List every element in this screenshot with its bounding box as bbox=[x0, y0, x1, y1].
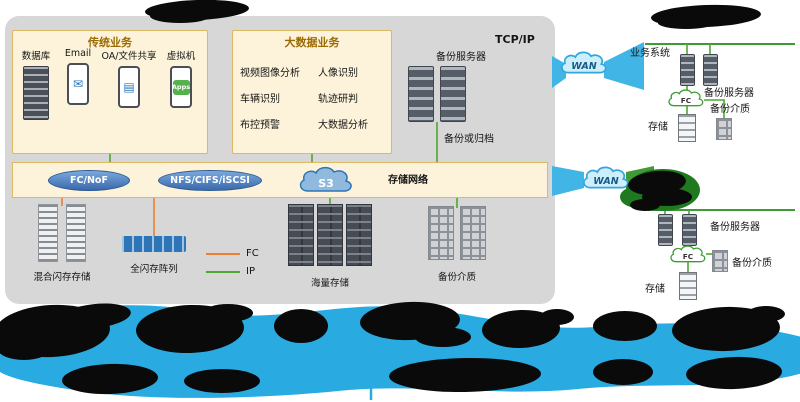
document-icon: ▤ bbox=[123, 80, 135, 94]
legend-fc-row: FC bbox=[206, 248, 259, 259]
fc-line-swatch bbox=[206, 252, 240, 255]
backup-server-group bbox=[408, 66, 466, 122]
oa-fileshare-item: OA/文件共享 ▤ bbox=[98, 48, 160, 108]
mass-storage-rack-icon bbox=[288, 204, 314, 266]
backup-media-icon bbox=[716, 118, 732, 140]
site-bottom-storage-label: 存储 bbox=[645, 284, 665, 295]
mass-storage-rack-icon bbox=[317, 204, 343, 266]
bigdata-item: 大数据分析 bbox=[318, 120, 368, 131]
cloud-shape bbox=[299, 166, 352, 192]
wan-label: WAN bbox=[571, 61, 597, 72]
site-bottom-backup-server-label: 备份服务器 bbox=[710, 222, 760, 233]
mass-storage-icons bbox=[288, 204, 372, 266]
oa-fileshare-label: OA/文件共享 bbox=[101, 51, 157, 62]
backup-server-label: 备份服务器 bbox=[436, 52, 486, 63]
vm-label: 虚拟机 bbox=[166, 51, 196, 62]
site-bottom-backup-media-label: 备份介质 bbox=[732, 258, 772, 269]
tcpip-label: TCP/IP bbox=[495, 33, 535, 46]
backup-server-icon bbox=[408, 66, 434, 122]
legend-ip-row: IP bbox=[206, 266, 259, 277]
backup-media-icon bbox=[460, 206, 486, 260]
bigdata-item: 视频图像分析 bbox=[240, 68, 300, 79]
fc-nof-protocol: FC/NoF bbox=[48, 170, 130, 191]
backup-server-icon bbox=[440, 66, 466, 122]
backup-server-icon bbox=[703, 54, 718, 86]
site-top-backup-server-label: 备份服务器 bbox=[704, 88, 754, 99]
wan-cloud-top: WAN bbox=[561, 51, 607, 74]
backup-media-icon bbox=[428, 206, 454, 260]
backup-media-icon bbox=[712, 250, 728, 272]
email-device-icon: ✉ bbox=[67, 63, 89, 105]
bigdata-item: 人像识别 bbox=[318, 68, 358, 79]
apps-badge: Apps bbox=[172, 79, 190, 95]
site-top-backup-media-label: 备份介质 bbox=[710, 104, 750, 115]
fc-label: FC bbox=[681, 96, 691, 105]
storage-device-icon bbox=[679, 272, 697, 300]
nfs-cifs-iscsi-protocol: NFS/CIFS/iSCSI bbox=[158, 170, 262, 191]
site-top-server-group bbox=[680, 54, 718, 86]
backup-media-icons bbox=[428, 206, 486, 260]
backup-server-icon bbox=[658, 214, 673, 246]
storage-network-band bbox=[12, 162, 548, 198]
hybrid-flash-rack-icon bbox=[38, 204, 58, 262]
all-flash-array-icon bbox=[122, 236, 186, 252]
backup-or-archive-label: 备份或归档 bbox=[444, 134, 494, 145]
backup-server-icon bbox=[682, 214, 697, 246]
bigdata-item: 布控预警 bbox=[240, 120, 280, 131]
ip-legend-label: IP bbox=[246, 266, 255, 277]
fc-cloud-top: FC bbox=[668, 89, 704, 107]
bigdata-item: 轨迹研判 bbox=[318, 94, 358, 105]
wan-label: WAN bbox=[593, 176, 619, 187]
email-item: Email ✉ bbox=[58, 48, 98, 105]
s3-cloud: S3 bbox=[299, 166, 352, 192]
storage-network-label: 存储网络 bbox=[388, 175, 428, 186]
backup-server-icon bbox=[680, 54, 695, 86]
mass-storage-label: 海量存储 bbox=[310, 278, 349, 289]
line-legend: FC IP bbox=[206, 248, 259, 284]
mass-storage-group: 海量存储 bbox=[288, 204, 372, 289]
hybrid-flash-icons bbox=[38, 204, 86, 262]
email-label: Email bbox=[64, 48, 92, 59]
wan-cloud-bottom: WAN bbox=[583, 166, 629, 189]
vm-item: 虚拟机 Apps bbox=[158, 48, 204, 108]
storage-device-icon bbox=[678, 114, 696, 142]
site-bottom-server-group bbox=[658, 214, 697, 246]
backup-media-group: 备份介质 bbox=[428, 206, 486, 283]
traditional-business-title: 传统业务 bbox=[88, 36, 132, 49]
ip-line-swatch bbox=[206, 270, 240, 273]
s3-label: S3 bbox=[318, 177, 334, 190]
hybrid-flash-group: 混合闪存存储 bbox=[26, 204, 98, 283]
business-system-label: 业务系统 bbox=[630, 48, 670, 59]
bigdata-zone: 大数据业务 bbox=[232, 30, 392, 154]
fc-legend-label: FC bbox=[246, 248, 259, 259]
all-flash-label: 全闪存阵列 bbox=[130, 264, 178, 275]
bigdata-item: 车辆识别 bbox=[240, 94, 280, 105]
database-item: 数据库 bbox=[14, 48, 58, 120]
bigdata-title: 大数据业务 bbox=[284, 36, 340, 49]
fc-cloud-bottom: FC bbox=[670, 245, 706, 263]
hybrid-flash-rack-icon bbox=[66, 204, 86, 262]
backup-media-label: 备份介质 bbox=[437, 272, 476, 283]
mass-storage-rack-icon bbox=[346, 204, 372, 266]
all-flash-group: 全闪存阵列 bbox=[112, 236, 196, 275]
oa-device-icon: ▤ bbox=[118, 66, 140, 108]
vm-device-icon: Apps bbox=[170, 66, 192, 108]
database-label: 数据库 bbox=[21, 51, 51, 62]
envelope-icon: ✉ bbox=[72, 77, 84, 91]
fc-label: FC bbox=[683, 252, 693, 261]
site-top-storage-label: 存储 bbox=[648, 122, 668, 133]
hybrid-flash-label: 混合闪存存储 bbox=[33, 272, 91, 283]
database-rack-icon bbox=[23, 66, 49, 120]
